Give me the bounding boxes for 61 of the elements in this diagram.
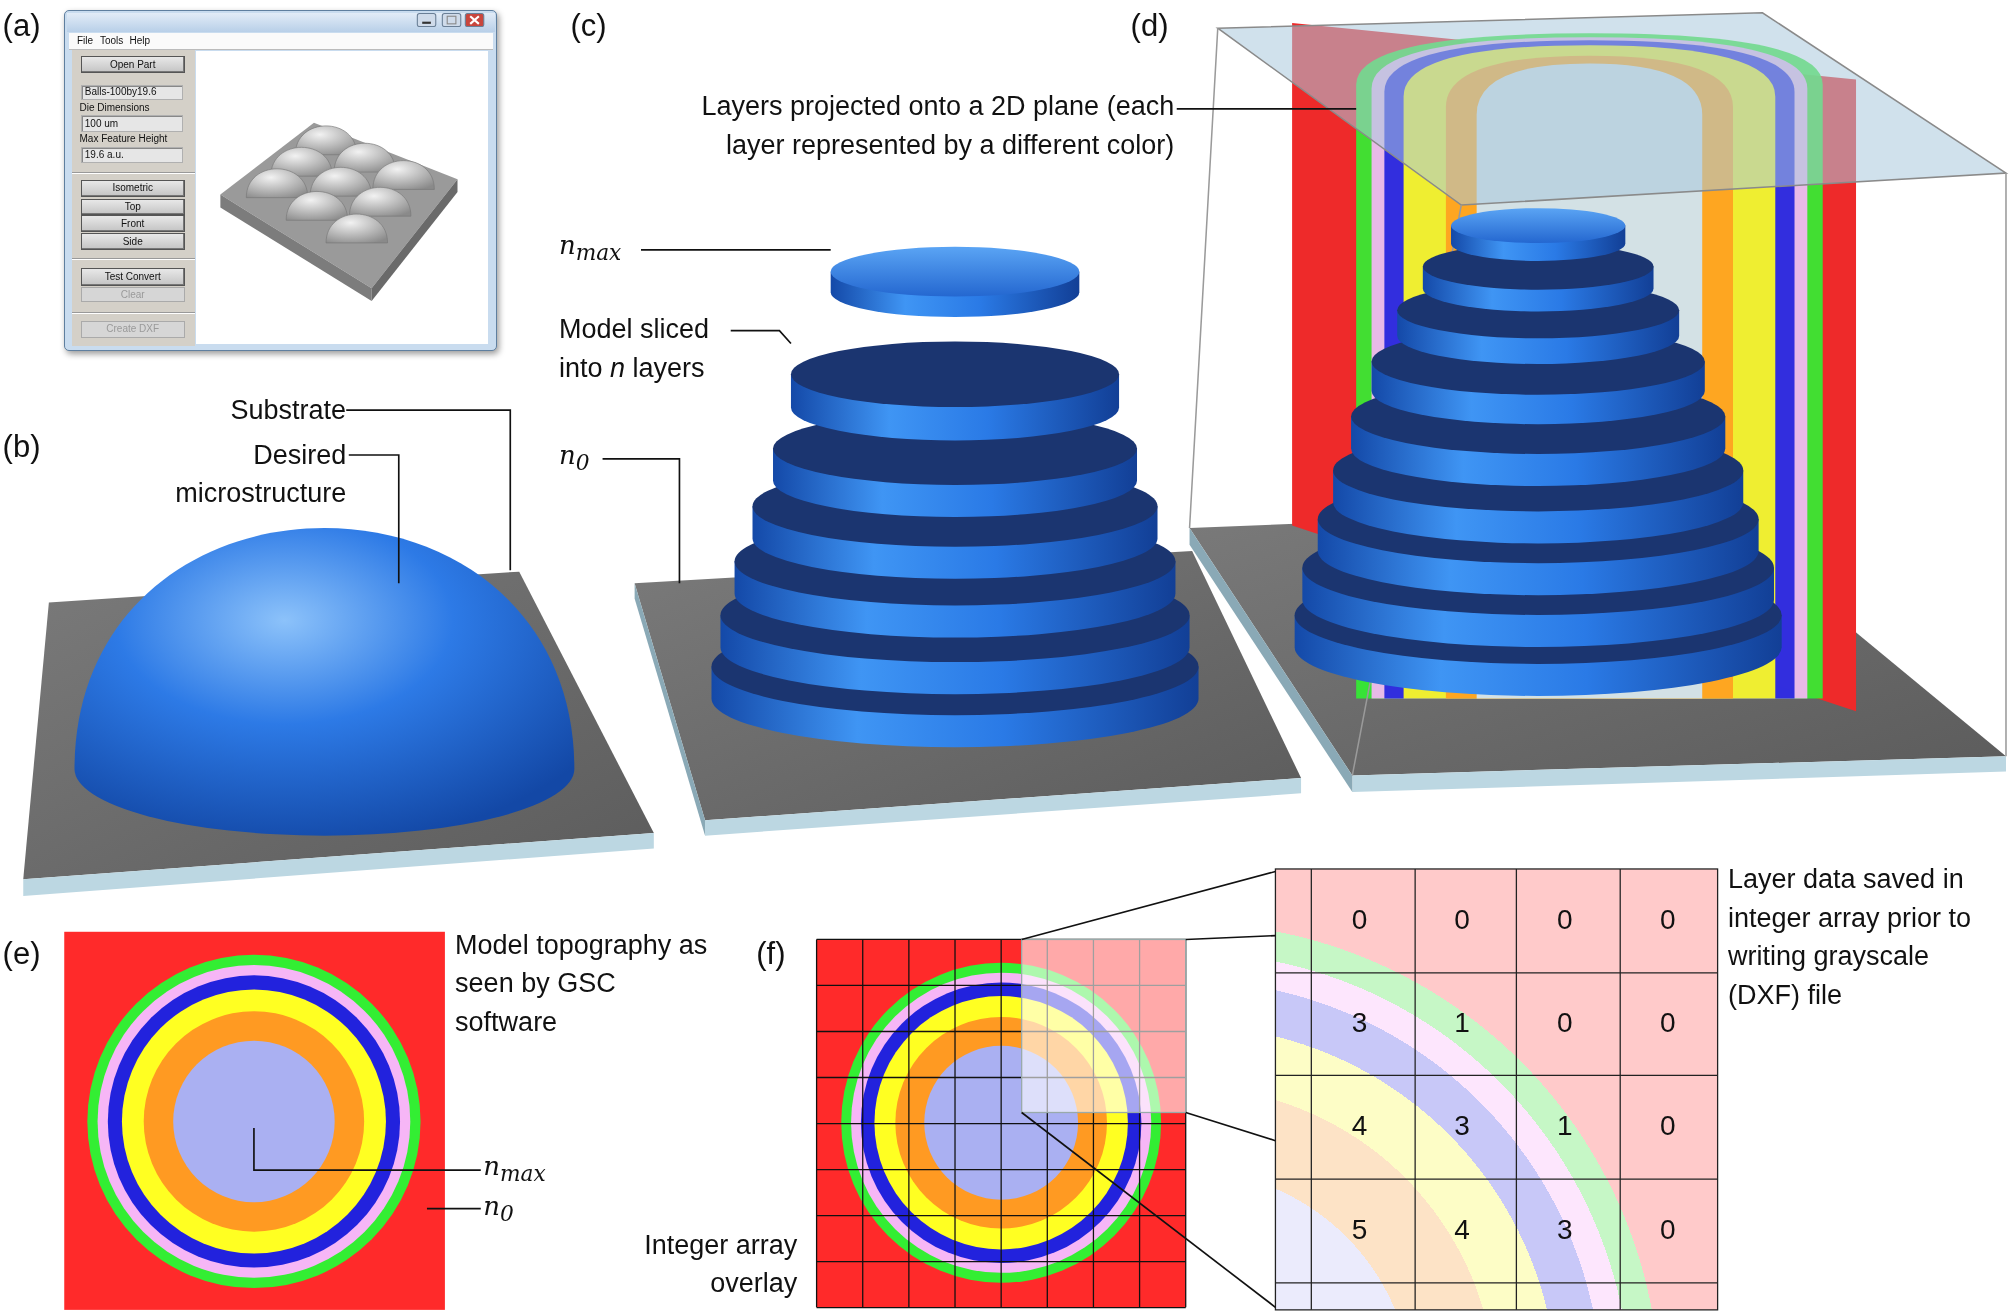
leader-line [729, 329, 792, 345]
callout-label: Layers projected onto a 2D plane (each layer represented by a different color) [698, 87, 1175, 165]
array-value: 1 [1556, 1112, 1573, 1140]
annotation-text: Model topography as seen by GSC software [455, 928, 709, 1039]
integer-array-table [1274, 868, 1719, 1311]
panel-label: (f) [756, 935, 786, 972]
array-value: 0 [1351, 906, 1368, 935]
panel-label: (e) [2, 935, 41, 972]
projection-line [1184, 934, 1277, 941]
annotation-text: Layer data saved in integer array prior to writing grayscale (DXF) file [1728, 863, 1973, 1012]
array-value: 0 [1556, 1008, 1573, 1037]
open-part-button: Open Part [80, 56, 185, 74]
projection-line [1184, 1111, 1277, 1142]
field-label: Die Dimensions [79, 102, 151, 115]
symbol-label: n$_{0}$ [558, 435, 603, 483]
menu-item: Help [129, 34, 152, 48]
array-value: 0 [1556, 906, 1573, 935]
callout-label: Substrate [153, 391, 347, 430]
array-value: 0 [1660, 1112, 1676, 1140]
panel-label: (c) [570, 7, 607, 44]
projection-line [1020, 1111, 1277, 1309]
overlay-highlight [1021, 938, 1187, 1114]
array-value: 4 [1351, 1112, 1368, 1140]
menu-item: File [76, 34, 94, 48]
array-value: 0 [1660, 1008, 1676, 1037]
leader-line [640, 249, 832, 251]
front-view-button: Front [80, 215, 185, 233]
center-disk [173, 1040, 335, 1203]
top-layer-disk [830, 246, 1080, 318]
leader-line [345, 409, 512, 572]
array-value: 3 [1556, 1215, 1573, 1244]
clear-button: Clear [80, 287, 185, 303]
array-value: 0 [1660, 1215, 1676, 1244]
array-value: 0 [1454, 906, 1470, 935]
side-view-button: Side [80, 233, 185, 250]
symbol-label: n$_{max}$ [558, 225, 641, 273]
topography-map [64, 931, 445, 1310]
panel-label: (d) [1130, 7, 1169, 44]
leader-line [253, 1127, 482, 1171]
callout-label: Model sliced into n layers [558, 310, 729, 388]
menu-item: Tools [100, 34, 125, 48]
projection-line [1020, 870, 1277, 941]
array-value: 0 [1660, 906, 1676, 935]
leader-line [347, 454, 400, 584]
field-label: Max Feature Height [79, 133, 169, 145]
array-value: 3 [1454, 1112, 1470, 1140]
leader-line [426, 1207, 482, 1210]
leader-line [1175, 108, 1357, 110]
die-dimension-field: 100 um [80, 115, 184, 133]
panel-label: (a) [2, 7, 41, 44]
array-value: 1 [1454, 1008, 1470, 1037]
feature-height-field: 19.6 a.u. [80, 147, 184, 163]
array-value: 4 [1454, 1215, 1470, 1244]
annotation-text: Integer array overlay [643, 1228, 798, 1300]
sliced-layer-stack [711, 341, 1199, 748]
panel-label: (b) [2, 429, 41, 466]
dome-microstructure [74, 528, 575, 836]
array-value: 5 [1351, 1215, 1368, 1244]
leader-line [601, 458, 681, 584]
callout-label: Desired microstructure [102, 435, 347, 513]
array-value: 3 [1351, 1008, 1368, 1037]
